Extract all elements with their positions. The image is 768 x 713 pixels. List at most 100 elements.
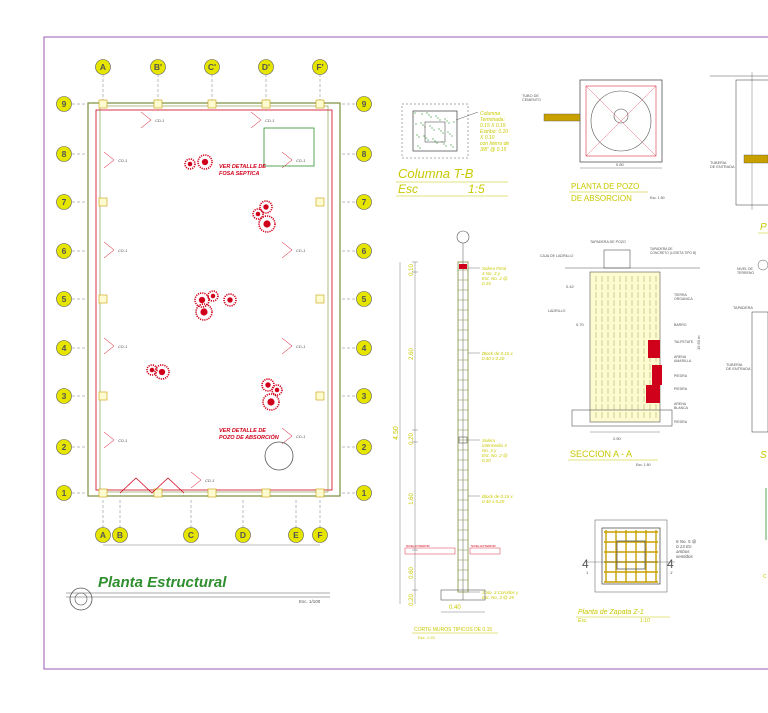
wall-note-4-1: Est. No. 3 @ 25 xyxy=(482,595,514,600)
svg-text:P: P xyxy=(760,222,767,233)
note-absorcion-1: VER DETALLE DE xyxy=(219,428,266,434)
absorption-well xyxy=(264,441,294,471)
grid-lines xyxy=(72,74,356,546)
wall-dim-1: 2.60 xyxy=(409,348,415,360)
grid-bubble-bottom-0: A xyxy=(95,527,111,543)
svg-text:9: 9 xyxy=(62,99,67,109)
svg-text:TERRENO: TERRENO xyxy=(737,271,754,275)
wall-note-3-0: Block de 0.15 x xyxy=(482,494,514,499)
plant-12 xyxy=(271,384,283,396)
svg-text:TAPADERA: TAPADERA xyxy=(733,306,753,310)
grid-bubble-left-0: 9 xyxy=(56,96,72,112)
footing xyxy=(440,589,486,601)
plant-11 xyxy=(261,378,275,392)
column-14 xyxy=(207,488,217,498)
svg-text:DE ENTRADA: DE ENTRADA xyxy=(726,367,751,371)
svg-text:CD-1: CD-1 xyxy=(265,118,274,123)
svg-text:B: B xyxy=(117,530,123,540)
grid-bubble-left-1: 8 xyxy=(56,146,72,162)
grid-bubble-left-4: 5 xyxy=(56,291,72,307)
wall-dim-total: 4.50 xyxy=(393,426,400,440)
cd-mark-6: CD-1 xyxy=(103,337,127,355)
svg-text:CD-1: CD-1 xyxy=(118,248,127,253)
svg-text:CEMENTO: CEMENTO xyxy=(522,98,541,102)
svg-text:TUBERIA: TUBERIA xyxy=(710,161,727,165)
wall-note-2-3: Est. No. 2 @ xyxy=(482,453,508,458)
wall-note-1-0: Block de 0.15 x xyxy=(482,351,514,356)
svg-text:5: 5 xyxy=(62,294,67,304)
grid-bubble-top-3: D' xyxy=(258,59,274,75)
footing-spec-3: sentidos xyxy=(676,554,694,559)
svg-text:8: 8 xyxy=(62,149,67,159)
svg-text:1:10: 1:10 xyxy=(640,618,650,624)
sec-label-ladrillo: LADRILLO xyxy=(548,309,566,313)
svg-text:NIVEL EXTERIOR: NIVEL EXTERIOR xyxy=(471,544,497,548)
grid-bubble-left-6: 3 xyxy=(56,388,72,404)
svg-text:1: 1 xyxy=(62,488,67,498)
plant-3 xyxy=(252,208,264,220)
grid-bubble-right-3: 6 xyxy=(356,243,372,259)
column-scale-value: 1:5 xyxy=(468,182,485,196)
plant-10 xyxy=(154,364,170,380)
svg-text:DE ENTRADA: DE ENTRADA xyxy=(710,165,735,169)
wall-dim-2: 0.20 xyxy=(409,433,415,445)
svg-text:Esc.: Esc. xyxy=(578,618,588,624)
sec-right-3: TALPETATE xyxy=(674,340,694,344)
well-plan-title-2: DE ABSORCION xyxy=(571,194,632,203)
note-septica-2: FOSA SEPTICA xyxy=(219,171,259,177)
wall-note-2-1: intermedia 4 xyxy=(482,443,507,448)
cd-mark-10: CD-1 xyxy=(190,471,214,489)
block-courses xyxy=(458,264,468,581)
wall-note-3-1: 0.40 x 0.20 xyxy=(482,499,505,504)
svg-text:2.50: 2.50 xyxy=(613,436,622,441)
plant-8 xyxy=(195,303,213,321)
svg-text:C: C xyxy=(188,530,194,540)
grid-bubble-top-2: C' xyxy=(204,59,220,75)
grid-bubble-bottom-1: B xyxy=(112,527,128,543)
wall-dim-0: 0.10 xyxy=(409,264,415,276)
svg-text:4: 4 xyxy=(582,557,589,571)
footing-spec-2: ambos xyxy=(676,549,690,554)
grid-bubble-right-0: 9 xyxy=(356,96,372,112)
svg-text:CD-1: CD-1 xyxy=(118,158,127,163)
svg-text:CD-1: CD-1 xyxy=(296,344,305,349)
svg-text:1: 1 xyxy=(362,488,367,498)
cd-mark-8: CD-1 xyxy=(103,431,127,449)
svg-text:F: F xyxy=(317,530,322,540)
column-8 xyxy=(315,294,325,304)
grid-bubble-bottom-4: E xyxy=(288,527,304,543)
wall-section-title: CORTE MUROS TIPICOS DE 0.15 xyxy=(414,627,492,633)
column-12 xyxy=(315,488,325,498)
title-circle xyxy=(69,587,93,611)
svg-text:6: 6 xyxy=(62,246,67,256)
grid-bubble-bottom-5: F xyxy=(312,527,328,543)
grid-bubble-left-3: 6 xyxy=(56,243,72,259)
grid-bubble-left-5: 4 xyxy=(56,340,72,356)
svg-text:S: S xyxy=(760,450,767,461)
sec-label-caja: CAJA DE LADRILLO xyxy=(540,254,574,258)
svg-text:NIVEL INTERIOR: NIVEL INTERIOR xyxy=(406,544,431,548)
svg-text:3: 3 xyxy=(62,391,67,401)
svg-text:4: 4 xyxy=(667,557,674,571)
pipe xyxy=(543,113,581,122)
svg-text:Esc. 1:50: Esc. 1:50 xyxy=(650,196,665,200)
sec-right-5: AMARILLA xyxy=(674,359,692,363)
column-title: Columna T-B xyxy=(398,166,474,181)
column-marks xyxy=(98,99,325,498)
grid-bubble-right-1: 8 xyxy=(356,146,372,162)
column-10 xyxy=(315,391,325,401)
svg-text:4: 4 xyxy=(362,343,367,353)
plant-6 xyxy=(207,290,219,302)
svg-text:CD-1: CD-1 xyxy=(118,344,127,349)
svg-text:TUBERIA: TUBERIA xyxy=(726,363,743,367)
plan-scale: Esc. 1/100 xyxy=(299,599,321,604)
grid-bubble-right-4: 5 xyxy=(356,291,372,307)
grid-bubble-right-8: 1 xyxy=(356,485,372,501)
cd-mark-1: CD-1 xyxy=(250,111,274,129)
